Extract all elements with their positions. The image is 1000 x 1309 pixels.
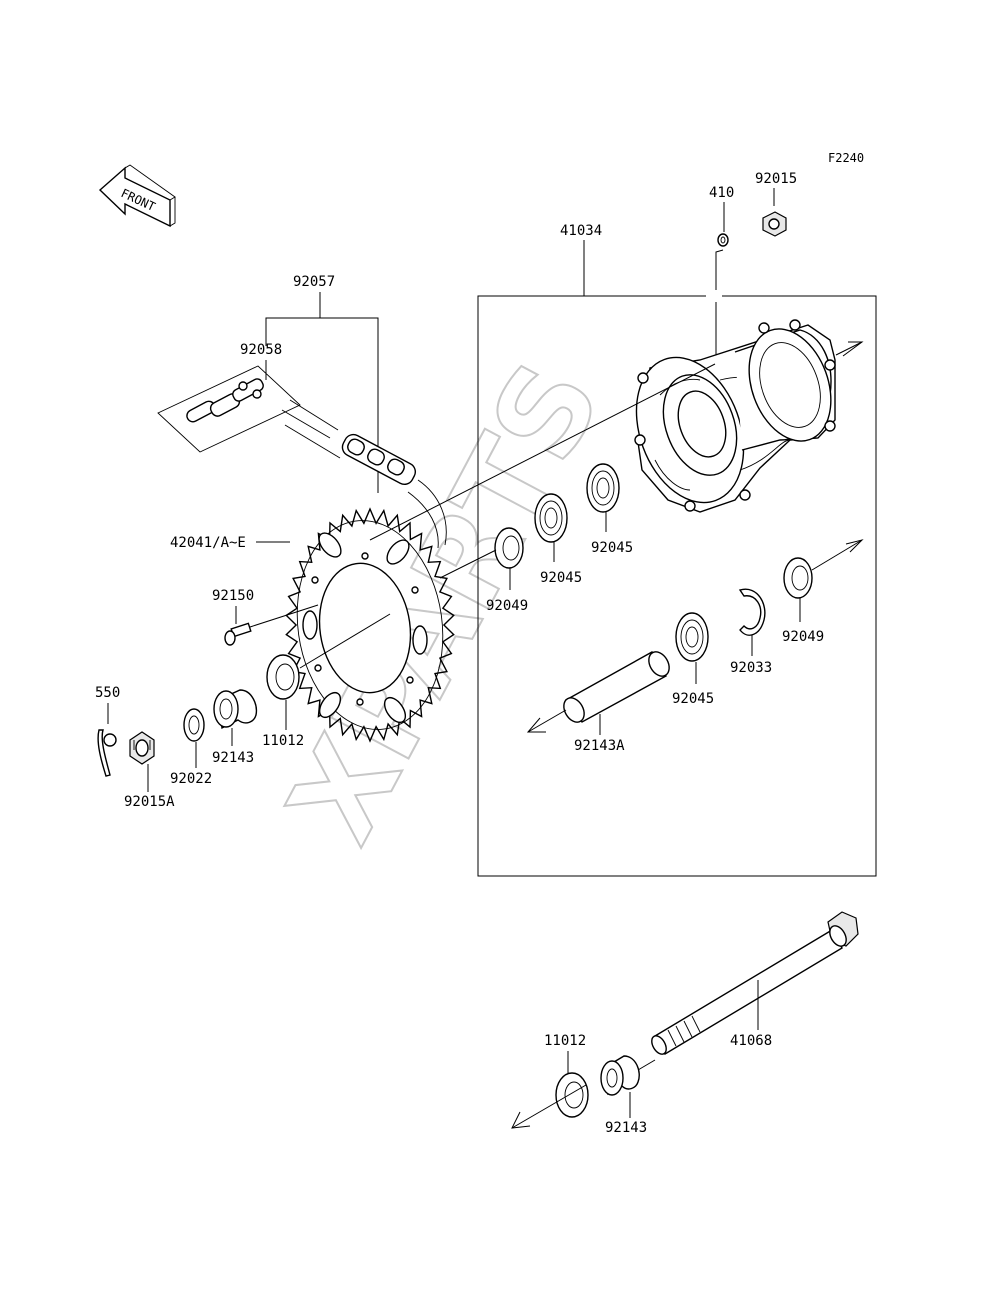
washer-92022 <box>183 708 205 742</box>
label-11012-bottom: 11012 <box>544 1033 586 1049</box>
master-link-92058 <box>157 365 301 453</box>
label-550: 550 <box>95 685 120 701</box>
label-92150: 92150 <box>212 588 254 604</box>
label-92143-bottom: 92143 <box>605 1120 647 1136</box>
label-92045-b: 92045 <box>591 540 633 556</box>
label-92058: 92058 <box>240 342 282 358</box>
axle-41068 <box>651 911 859 1055</box>
label-92022: 92022 <box>170 771 212 787</box>
oil-seal-92049-right <box>783 557 813 599</box>
label-92057: 92057 <box>293 274 335 290</box>
circlip-92033 <box>738 588 766 636</box>
nut-92015 <box>762 211 787 237</box>
oil-seal-92049-mid <box>494 527 524 569</box>
washer-410 <box>717 233 729 247</box>
label-42041: 42041/A~E <box>170 535 246 551</box>
oil-seal-11012-bottom <box>555 1072 589 1118</box>
collar-92143-left <box>213 689 258 730</box>
oil-seal-11012-left <box>266 654 300 700</box>
cotter-pin-550 <box>97 729 117 777</box>
front-arrow-icon: FRONT <box>98 164 176 228</box>
rear-hub <box>634 319 836 513</box>
label-92049-mid: 92049 <box>486 598 528 614</box>
label-92033: 92033 <box>730 660 772 676</box>
collar-92143-bottom <box>600 1055 640 1096</box>
label-92143A: 92143A <box>574 738 625 754</box>
watermark: XPARTS <box>263 341 629 863</box>
bearing-92045-b <box>586 463 620 513</box>
label-92143-left: 92143 <box>212 750 254 766</box>
label-92015A: 92015A <box>124 794 175 810</box>
label-92045-a: 92045 <box>540 570 582 586</box>
label-92045-c: 92045 <box>672 691 714 707</box>
hub-assembly-box <box>477 295 877 877</box>
label-11012-left: 11012 <box>262 733 304 749</box>
bolt-92150 <box>224 622 252 646</box>
spacer-92143A <box>563 651 670 723</box>
sprocket-teeth <box>285 507 455 743</box>
castle-nut-92015A <box>129 731 155 765</box>
label-92015: 92015 <box>755 171 797 187</box>
rear-sprocket-42041 <box>285 507 455 743</box>
label-410: 410 <box>709 185 734 201</box>
label-41068: 41068 <box>730 1033 772 1049</box>
label-92049-right: 92049 <box>782 629 824 645</box>
drive-chain-92057 <box>281 399 447 549</box>
label-41034: 41034 <box>560 223 602 239</box>
bearing-92045-c <box>675 612 709 662</box>
bearing-92045-a <box>534 493 568 543</box>
diagram-code: F2240 <box>828 151 864 165</box>
